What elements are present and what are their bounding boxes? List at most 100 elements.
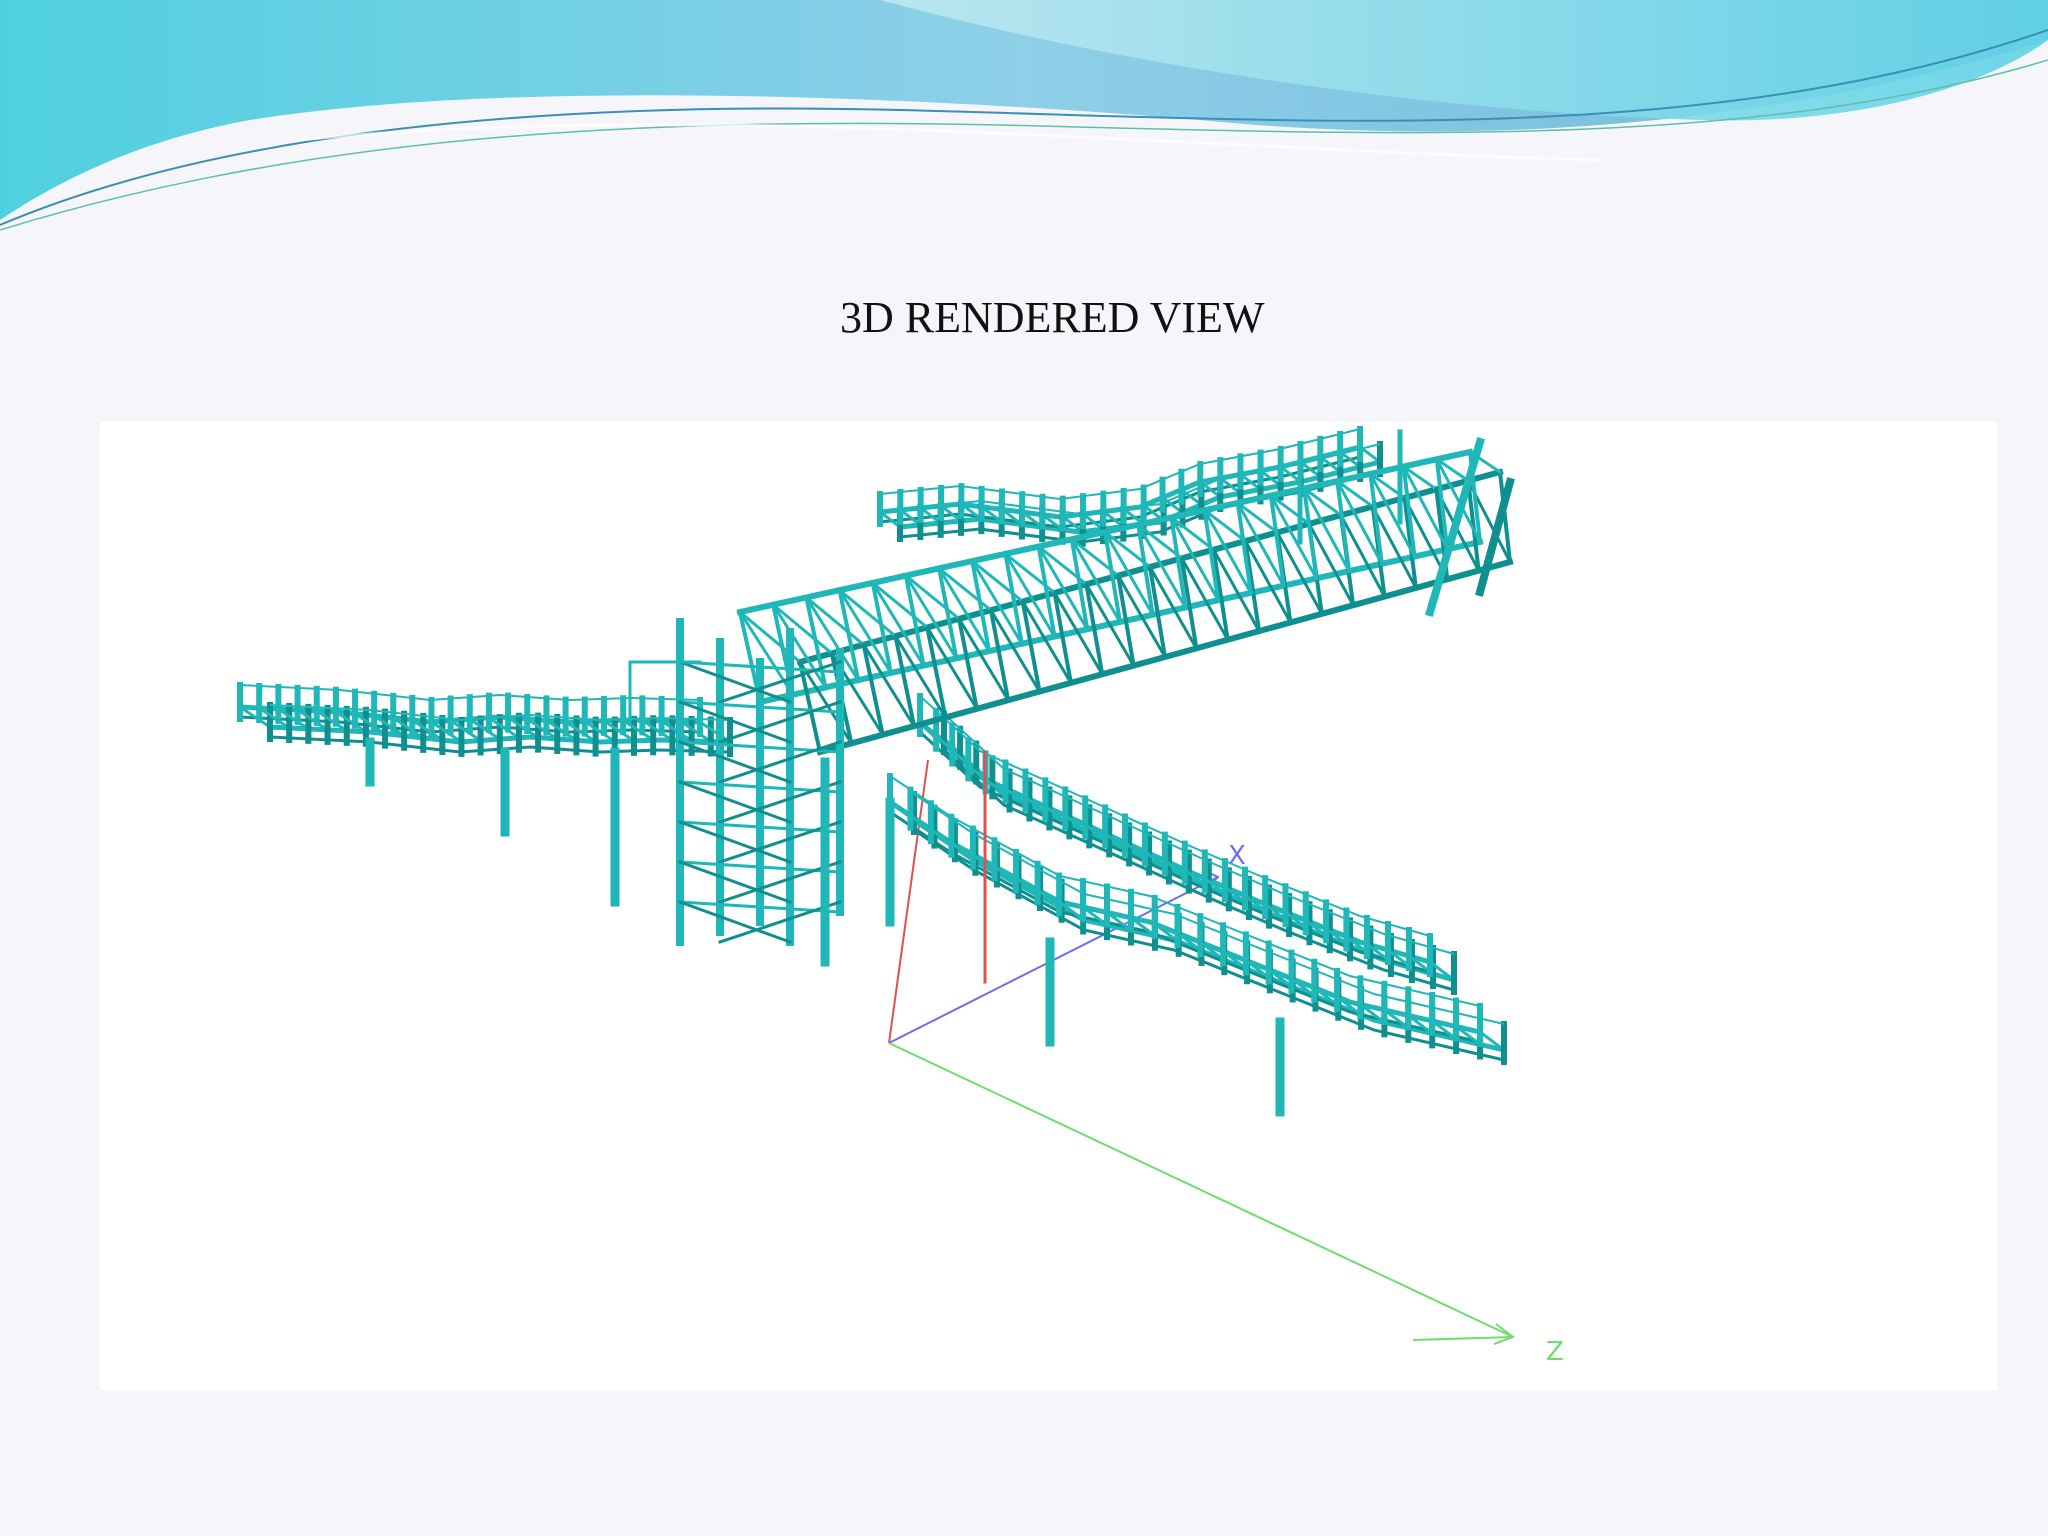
truss-vertical (956, 616, 980, 712)
right-walkway-lower-deck-beam (1382, 1007, 1411, 1031)
left-walkway-handrail (269, 704, 731, 722)
truss-vertical (1402, 495, 1419, 591)
rear-walkway-deck-beam (1218, 476, 1243, 496)
tower-bracing (678, 740, 792, 784)
truss-diagonal (1401, 464, 1450, 552)
truss-vertical (1243, 538, 1262, 634)
truss-vertical (924, 625, 948, 720)
truss-diagonal (1179, 556, 1230, 642)
truss-diagonal (1368, 471, 1417, 559)
left-walkway-deck-beam (448, 718, 483, 743)
tower-bracing (718, 660, 842, 704)
truss-diagonal (1307, 521, 1356, 608)
left-walkway-deck-beam (486, 715, 522, 740)
left-walkway-deck-beam (391, 715, 426, 740)
tower-bracing (718, 740, 842, 784)
truss-vertical (893, 633, 917, 729)
left-walkway-deck-beam (410, 717, 445, 743)
rear-walkway-deck-beam (1338, 449, 1363, 470)
truss-vertical (903, 573, 926, 668)
truss-crossbeam (804, 595, 866, 647)
right-walkway-upper-handrail (919, 695, 1431, 937)
right-walkway-lower-deck-beam (1334, 994, 1364, 1017)
truss-diagonal (1434, 457, 1483, 545)
truss-diagonal (1243, 539, 1293, 625)
left-walkway-deck-beam (678, 719, 713, 744)
truss-vertical (861, 642, 886, 738)
truss-diagonal (1235, 500, 1286, 588)
right-walkway-lower-deck-beam (1057, 899, 1086, 922)
right-walkway-lower-deck-beam (1358, 1002, 1387, 1025)
truss-vertical (1020, 599, 1042, 694)
rear-walkway-deck-beam (1298, 459, 1323, 479)
right-walkway-lower-deck-beam (1430, 1018, 1459, 1042)
left-walkway-deck-beam (640, 718, 675, 743)
truss-vertical (1052, 590, 1074, 686)
truss-vertical (1497, 469, 1513, 565)
right-walkway-lower-deck-beam (1477, 1029, 1507, 1053)
tower-bracing (718, 900, 842, 944)
left-walkway-deck-beam (467, 717, 502, 742)
right-walkway-lower-handrail (913, 793, 1505, 1025)
right-walkway-lower-handrail (889, 775, 1481, 1007)
truss-diagonal (988, 608, 1042, 694)
tower-bracing (718, 780, 842, 824)
truss-diagonal (957, 616, 1011, 703)
truss-crossbeam (771, 602, 834, 656)
truss-vertical (1401, 464, 1417, 559)
truss-vertical (797, 659, 823, 755)
z-axis-line (888, 1042, 1514, 1338)
truss-crossbeam (1434, 457, 1471, 483)
tower-bracing (718, 700, 842, 744)
rear-walkway-deck-beam (1238, 472, 1263, 492)
y-axis-line (888, 759, 929, 1044)
tower-bracing (718, 860, 842, 904)
left-walkway-deck-beam (582, 719, 617, 744)
truss-vertical (870, 580, 894, 676)
structural-model-render: X Z (100, 422, 1997, 1390)
truss-vertical (1202, 507, 1221, 603)
truss-vertical (1465, 478, 1481, 573)
truss-vertical (1211, 547, 1231, 643)
rear-walkway-deck-beam (877, 509, 903, 530)
rear-walkway-deck-beam (999, 507, 1025, 527)
truss-diagonal (903, 573, 959, 661)
truss-crossbeam (1401, 464, 1439, 492)
truss-crossbeam (1235, 500, 1280, 535)
z-axis-tail (1412, 1336, 1514, 1341)
truss-vertical (1102, 529, 1123, 625)
truss-diagonal (1335, 479, 1384, 566)
tower-bracing (678, 780, 792, 824)
left-walkway-deck-beam (525, 716, 560, 742)
truss-diagonal (1338, 513, 1387, 599)
left-walkway-deck-beam (352, 711, 388, 736)
tower-bracing (678, 900, 792, 944)
right-walkway-lower-deck-beam (1406, 1013, 1435, 1036)
rear-walkway-deck-beam (1318, 454, 1343, 475)
truss-vertical (803, 595, 828, 690)
rear-walkway-deck-beam (1357, 444, 1383, 465)
truss-vertical (837, 587, 861, 683)
truss-crossbeam (1202, 508, 1248, 544)
truss-vertical (1115, 573, 1136, 668)
truss-diagonal (1147, 564, 1199, 651)
truss-crossbeam (936, 566, 994, 613)
left-walkway-deck-beam (237, 704, 273, 730)
end-frame-leg (1475, 477, 1515, 597)
truss-vertical (1235, 500, 1254, 596)
truss-diagonal (937, 566, 992, 654)
right-walkway-lower-deck-beam (1453, 1024, 1483, 1047)
rear-walkway-deck-beam (938, 503, 964, 523)
header-wave-decoration (0, 0, 2048, 231)
left-walkway-deck-beam (257, 705, 292, 731)
slide-title: 3D RENDERED VIEW (840, 293, 1265, 342)
truss-diagonal (1084, 582, 1136, 668)
left-walkway-edge-b (269, 724, 731, 745)
truss-model-drawing: X Z (237, 426, 1564, 1367)
left-walkway-deck-beam (276, 706, 311, 731)
truss-vertical (936, 566, 959, 661)
rear-walkway-deck-beam (959, 502, 984, 522)
right-walkway-upper-deck-beam (950, 749, 979, 772)
rear-walkway-deck-beam (1040, 512, 1065, 532)
tower-bracing (718, 820, 842, 864)
